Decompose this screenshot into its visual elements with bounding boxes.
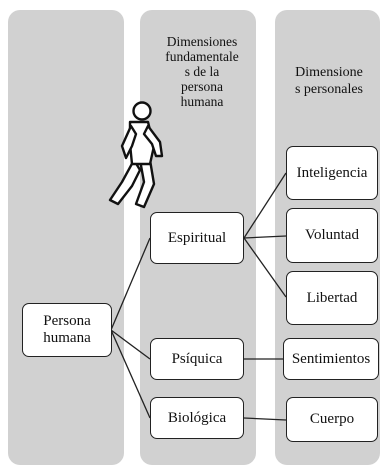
- column-persona: [8, 10, 124, 465]
- node-cuerpo: Cuerpo: [286, 397, 378, 442]
- node-psiquica: Psíquica: [150, 338, 244, 380]
- node-sentimientos: Sentimientos: [283, 338, 379, 380]
- edge-espiritual-inteligencia: [243, 172, 287, 239]
- edge-root-biologica: [110, 329, 151, 419]
- header-dimensiones-fundamentales: Dimensiones fundamentale s de la persona…: [165, 34, 239, 109]
- node-libertad: Libertad: [286, 271, 378, 325]
- edge-biologica-cuerpo: [243, 417, 287, 421]
- edge-root-espiritual: [110, 237, 151, 331]
- walking-person-icon: [108, 101, 164, 209]
- edge-root-psiquica: [110, 329, 151, 360]
- edge-espiritual-libertad: [243, 237, 287, 298]
- node-inteligencia: Inteligencia: [286, 146, 378, 200]
- edge-espiritual-voluntad: [243, 235, 287, 239]
- node-biologica: Biológica: [150, 397, 244, 439]
- header-dimensiones-personales: Dimensione s personales: [294, 65, 364, 97]
- node-espiritual: Espiritual: [150, 212, 244, 264]
- node-voluntad: Voluntad: [286, 208, 378, 263]
- node-persona-humana: Persona humana: [22, 303, 112, 357]
